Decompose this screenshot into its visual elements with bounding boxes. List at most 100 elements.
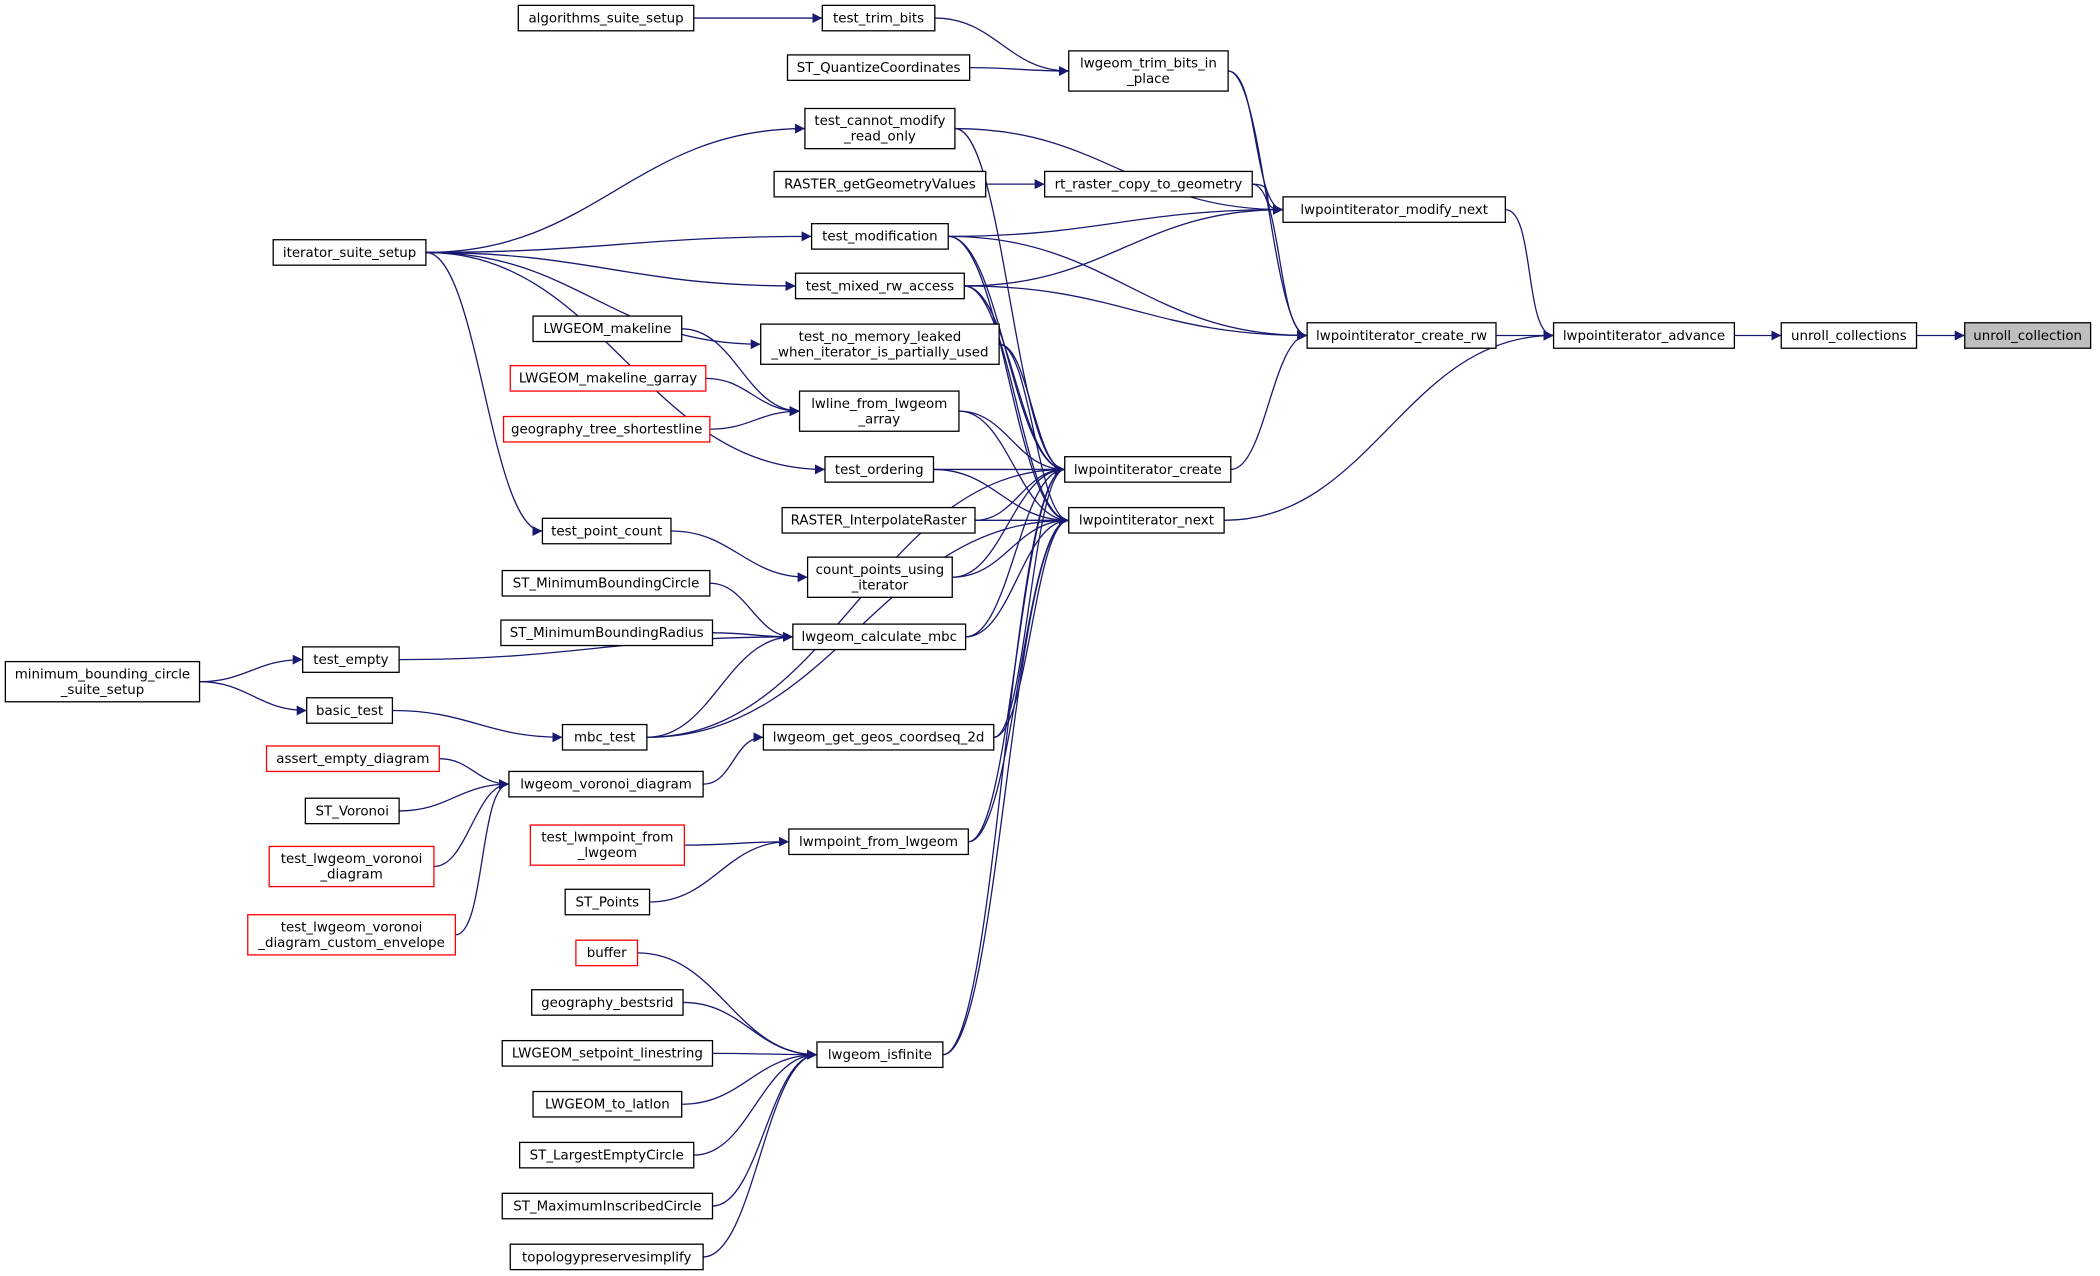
node-test-lwmpoint-from-lwgeom[interactable]: test_lwmpoint_from_lwgeom [529, 824, 686, 866]
edge-basic-test-to-mbc-test [392, 709, 563, 743]
node-basic-test[interactable]: basic_test [306, 697, 394, 724]
node-label: lwgeom_calculate_mbc [801, 630, 957, 645]
node-box [810, 223, 949, 250]
node-buffer[interactable]: buffer [575, 939, 639, 967]
node-box [1068, 50, 1229, 92]
node-rt-raster-copy-to-geometry[interactable]: rt_raster_copy_to_geometry [1043, 170, 1253, 198]
edge-iterator-suite-setup-to-test-ordering [425, 251, 826, 475]
node-test-empty[interactable]: test_empty [302, 646, 400, 673]
node-st-minimumboundingradius[interactable]: ST_MinimumBoundingRadius [500, 619, 714, 647]
node-st-quantizecoordinates[interactable]: ST_QuantizeCoordinates [786, 54, 971, 82]
node-label: RASTER_InterpolateRaster [791, 514, 967, 529]
node-test-mixed-rw-access[interactable]: test_mixed_rw_access [794, 272, 965, 300]
node-assert-empty-diagram[interactable]: assert_empty_diagram [265, 745, 440, 773]
node-label: _place [1126, 72, 1170, 87]
edge-st-voronoi-to-lwgeom-voronoi-diagram [399, 779, 509, 812]
node-st-voronoi[interactable]: ST_Voronoi [304, 797, 400, 825]
node-label: _diagram_custom_envelope [257, 936, 445, 951]
node-st-points[interactable]: ST_Points [564, 888, 651, 916]
edge-iterator-suite-setup-to-test-point-count [425, 251, 543, 536]
node-label: LWGEOM_makeline [543, 322, 671, 337]
node-box [500, 619, 714, 647]
node-label: ST_Points [576, 895, 640, 910]
node-test-no-memory-leaked[interactable]: test_no_memory_leaked_when_iterator_is_p… [760, 323, 1000, 365]
node-box [575, 939, 639, 967]
edge-test-lwmpoint-from-lwgeom-to-lwmpoint-from-lwgeom [684, 836, 789, 847]
node-box [532, 315, 683, 343]
node-geography-bestsrid[interactable]: geography_bestsrid [531, 989, 684, 1016]
node-lwgeom-get-geos-coordseq-2d[interactable]: lwgeom_get_geos_coordseq_2d [762, 723, 995, 751]
node-label: LWGEOM_makeline_garray [519, 372, 697, 387]
node-unroll-collections[interactable]: unroll_collections [1780, 322, 1918, 349]
node-mbc-test[interactable]: mbc_test [561, 723, 648, 751]
node-label: buffer [587, 946, 627, 961]
node-test-lwgeom-voronoi-diagram-custom-envelope[interactable]: test_lwgeom_voronoi_diagram_custom_envel… [247, 914, 457, 956]
edge-test-no-memory-leaked-to-lwpointiterator-next [998, 343, 1069, 526]
node-label: test_mixed_rw_access [806, 279, 954, 294]
node-box [762, 723, 995, 751]
node-box [821, 4, 936, 32]
edge-test-no-memory-leaked-to-lwpointiterator-create [999, 343, 1065, 475]
node-label: _suite_setup [60, 683, 145, 698]
node-label: lwpointiterator_next [1079, 514, 1214, 529]
node-test-modification[interactable]: test_modification [810, 223, 949, 250]
node-st-maximuminscribedcircle[interactable]: ST_MaximumInscribedCircle [501, 1192, 714, 1220]
node-box [272, 239, 427, 266]
node-lwpointiterator-modify-next[interactable]: lwpointiterator_modify_next [1282, 196, 1507, 223]
node-label: lwline_from_lwgeom [811, 397, 947, 412]
edge-test-modification-to-lwpointiterator-modify-next [948, 204, 1284, 238]
node-box [792, 623, 967, 651]
node-minimum-bounding-circle-suite-setup[interactable]: minimum_bounding_circle_suite_setup [4, 660, 201, 703]
edge-test-lwgeom-voronoi-diagram-custom-envelope-to-lwgeom-voronoi-diagram [455, 779, 510, 936]
node-raster-getgeometryvalues[interactable]: RASTER_getGeometryValues [773, 170, 987, 198]
node-box [798, 390, 960, 432]
node-unroll-collection[interactable]: unroll_collection [1964, 322, 2092, 349]
edge-test-ordering-to-lwpointiterator-next [933, 468, 1069, 526]
edge-lwgeom-calculate-mbc-to-lwpointiterator-next [965, 515, 1069, 638]
node-box [302, 646, 400, 673]
node-lwpointiterator-next[interactable]: lwpointiterator_next [1068, 506, 1225, 534]
node-test-ordering[interactable]: test_ordering [824, 456, 935, 483]
node-test-cannot-modify-read-only[interactable]: test_cannot_modify_read_only [804, 107, 956, 150]
node-test-point-count[interactable]: test_point_count [541, 517, 672, 545]
node-label: test_ordering [835, 463, 924, 478]
node-topologypreservesimplify[interactable]: topologypreservesimplify [509, 1243, 704, 1271]
edge-iterator-suite-setup-to-test-modification [425, 231, 812, 254]
node-box [501, 1039, 714, 1067]
node-st-largestemptycircle[interactable]: ST_LargestEmptyCircle [518, 1141, 695, 1169]
node-lwgeom-to-latlon[interactable]: LWGEOM_to_latlon [532, 1090, 683, 1118]
node-lwgeom-isfinite[interactable]: lwgeom_isfinite [816, 1041, 944, 1069]
node-label: lwpointiterator_create [1074, 463, 1222, 478]
node-geography-tree-shortestline[interactable]: geography_tree_shortestline [502, 415, 711, 443]
node-lwmpoint-from-lwgeom[interactable]: lwmpoint_from_lwgeom [788, 828, 969, 856]
node-lwpointiterator-advance[interactable]: lwpointiterator_advance [1552, 322, 1736, 349]
node-st-minimumboundingcircle[interactable]: ST_MinimumBoundingCircle [501, 569, 711, 597]
node-lwpointiterator-create[interactable]: lwpointiterator_create [1064, 456, 1232, 483]
edge-st-minimumboundingcircle-to-lwgeom-calculate-mbc [709, 582, 793, 642]
node-lwgeom-trim-bits-in-place[interactable]: lwgeom_trim_bits_in_place [1068, 50, 1229, 92]
node-label: ST_MinimumBoundingRadius [510, 626, 704, 641]
node-box [518, 1141, 695, 1169]
node-lwline-from-lwgeom-array[interactable]: lwline_from_lwgeom_array [798, 390, 960, 432]
node-label: lwgeom_get_geos_coordseq_2d [773, 731, 985, 746]
node-lwgeom-makeline-garray[interactable]: LWGEOM_makeline_garray [509, 364, 707, 392]
node-lwpointiterator-create-rw[interactable]: lwpointiterator_create_rw [1306, 322, 1497, 349]
node-lwgeom-calculate-mbc[interactable]: lwgeom_calculate_mbc [792, 623, 967, 651]
node-test-trim-bits[interactable]: test_trim_bits [821, 4, 936, 32]
node-box [760, 323, 1000, 365]
edge-test-cannot-modify-read-only-to-lwpointiterator-modify-next [954, 127, 1284, 215]
node-lwgeom-voronoi-diagram[interactable]: lwgeom_voronoi_diagram [508, 770, 704, 798]
node-lwgeom-setpoint-linestring[interactable]: LWGEOM_setpoint_linestring [501, 1039, 714, 1067]
node-label: _read_only [843, 130, 916, 145]
node-label: ST_LargestEmptyCircle [530, 1148, 684, 1163]
node-iterator-suite-setup[interactable]: iterator_suite_setup [272, 239, 427, 266]
node-count-points-using-iterator[interactable]: count_points_using_iterator [806, 556, 953, 598]
edge-count-points-using-iterator-to-lwpointiterator-next [952, 515, 1069, 578]
node-label: lwgeom_isfinite [828, 1048, 932, 1063]
node-box [781, 506, 976, 534]
node-raster-interpolateraster[interactable]: RASTER_InterpolateRaster [781, 506, 976, 534]
node-algorithms-suite-setup[interactable]: algorithms_suite_setup [517, 4, 695, 32]
node-lwgeom-makeline[interactable]: LWGEOM_makeline [532, 315, 683, 343]
node-test-lwgeom-voronoi-diagram[interactable]: test_lwgeom_voronoi_diagram [268, 845, 435, 888]
